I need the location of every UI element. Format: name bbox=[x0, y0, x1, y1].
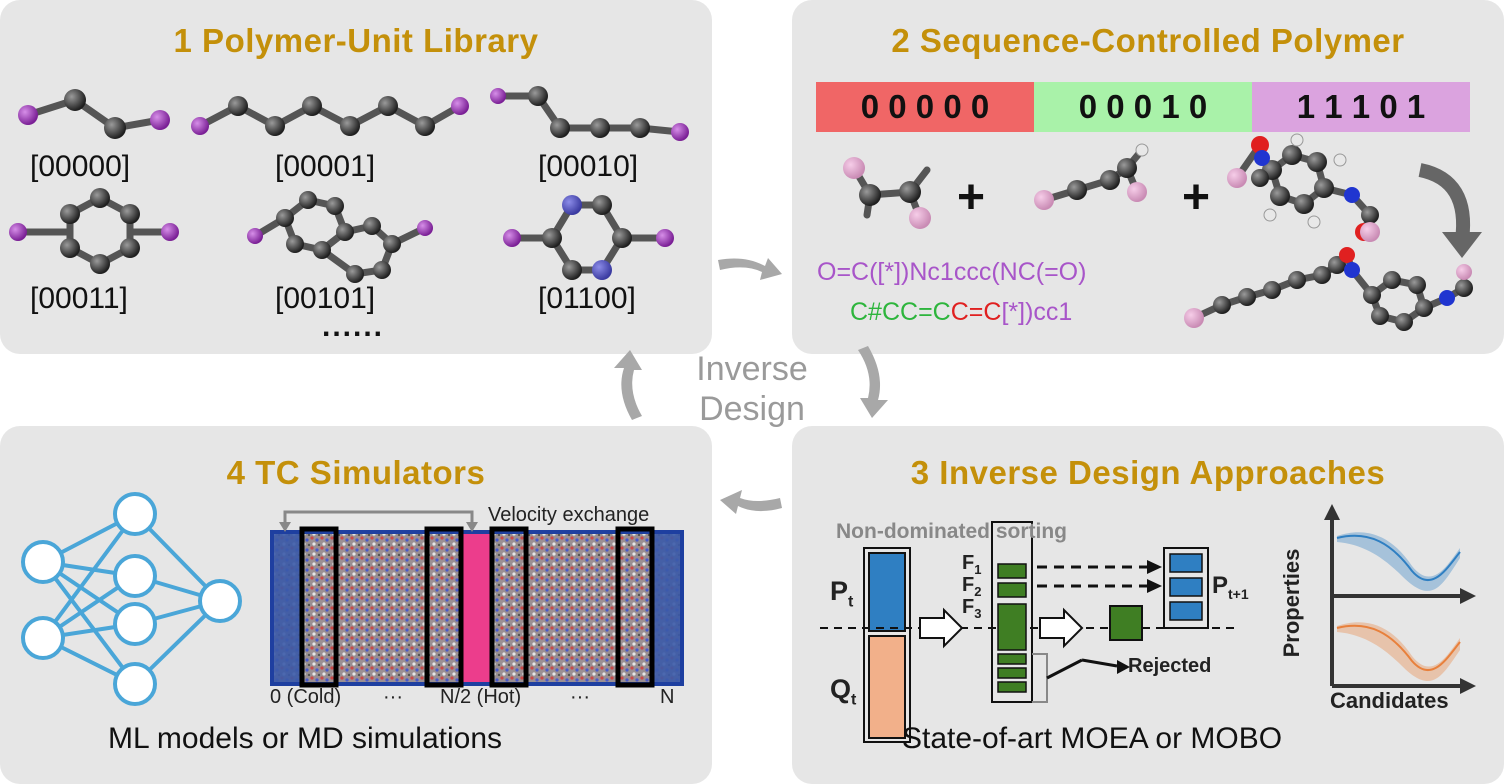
f3-letter: F bbox=[962, 596, 975, 618]
pt-letter: P bbox=[830, 576, 849, 606]
pt-label: Pt bbox=[830, 576, 853, 611]
f1-subscript: 1 bbox=[974, 562, 982, 577]
inverse-design-approaches-panel: 3 Inverse Design Approaches bbox=[792, 426, 1504, 784]
panel-3-caption: State-of-art MOEA or MOBO bbox=[902, 722, 1283, 755]
nds-label: Non-dominated sorting bbox=[836, 520, 1067, 543]
plus-sign-1: + bbox=[957, 171, 986, 224]
dots-left: ··· bbox=[383, 686, 403, 708]
f2-letter: F bbox=[962, 574, 975, 596]
smiles-red-part: C=C bbox=[950, 298, 1002, 326]
tc-simulators-panel: 4 TC Simulators V bbox=[0, 426, 712, 784]
qt-subscript: t bbox=[851, 691, 857, 709]
smiles-green-part: C#CC=C bbox=[850, 298, 951, 326]
unit-label-00011: [00011] bbox=[30, 282, 128, 315]
pt-subscript: t bbox=[848, 593, 854, 611]
panel-3-title: 3 Inverse Design Approaches bbox=[910, 454, 1386, 491]
nsga-diagram bbox=[820, 504, 1476, 743]
unit-label-01100: [01100] bbox=[538, 282, 636, 315]
x-axis-label: Candidates bbox=[1330, 688, 1449, 713]
polymer-unit-molecules bbox=[9, 86, 689, 283]
f2-subscript: 2 bbox=[974, 584, 982, 599]
plus-sign-2: + bbox=[1182, 171, 1211, 224]
f1-letter: F bbox=[962, 552, 975, 574]
sequence-controlled-polymer-panel: 2 Sequence-Controlled Polymer 0 0 0 0 0 … bbox=[792, 0, 1504, 354]
dots-right: ··· bbox=[570, 686, 590, 708]
hot-label: N/2 (Hot) bbox=[440, 686, 522, 708]
panel-1-title: 1 Polymer-Unit Library bbox=[173, 22, 539, 59]
arrow-1-to-2 bbox=[718, 258, 782, 280]
f3-label: F3 bbox=[962, 596, 981, 621]
more-units-ellipsis: ...... bbox=[322, 310, 385, 343]
unit-label-00101: [00101] bbox=[275, 282, 376, 315]
inverse-word: Inverse bbox=[696, 350, 808, 388]
bit-segment-3: 1 1 1 0 1 bbox=[1252, 82, 1470, 132]
velocity-exchange-label: Velocity exchange bbox=[488, 504, 650, 526]
cold-label: 0 (Cold) bbox=[270, 686, 342, 708]
panel-4-caption: ML models or MD simulations bbox=[108, 722, 502, 755]
bit-segment-1: 0 0 0 0 0 bbox=[816, 82, 1034, 132]
n-label: N bbox=[660, 686, 675, 708]
arrow-2-to-3 bbox=[858, 346, 888, 418]
pt1-subscript: t+1 bbox=[1228, 585, 1249, 602]
polymer-unit-library-panel: 1 Polymer-Unit Library bbox=[0, 0, 712, 354]
arrow-3-to-4 bbox=[720, 490, 782, 514]
f3-subscript: 3 bbox=[974, 606, 982, 621]
nn-and-md-diagram bbox=[21, 492, 684, 706]
smiles-line-1: O=C([*])Nc1ccc(NC(=O) bbox=[817, 258, 1087, 286]
f2-label: F2 bbox=[962, 574, 981, 599]
panel-2-title: 2 Sequence-Controlled Polymer bbox=[891, 22, 1405, 59]
unit-label-00001: [00001] bbox=[275, 150, 376, 183]
qt-label: Qt bbox=[830, 674, 856, 709]
smiles-purple-part: [*])cc1 bbox=[1001, 298, 1073, 326]
unit-label-00000: [00000] bbox=[30, 150, 131, 183]
pt1-letter: P bbox=[1212, 572, 1229, 599]
smiles-line-2: C#CC=CC=C[*])cc1 bbox=[850, 298, 1072, 327]
monomer-molecules bbox=[843, 133, 1482, 331]
f1-label: F1 bbox=[962, 552, 981, 577]
unit-label-00010: [00010] bbox=[538, 150, 639, 183]
y-axis-label: Properties bbox=[1279, 548, 1304, 658]
pt1-label: Pt+1 bbox=[1212, 572, 1249, 602]
qt-letter: Q bbox=[830, 674, 852, 704]
rejected-label: Rejected bbox=[1128, 655, 1212, 677]
panel-4-title: 4 TC Simulators bbox=[226, 454, 486, 491]
design-word: Design bbox=[699, 390, 805, 428]
arrow-4-to-1 bbox=[614, 350, 642, 420]
bit-segment-2: 0 0 0 1 0 bbox=[1034, 82, 1252, 132]
